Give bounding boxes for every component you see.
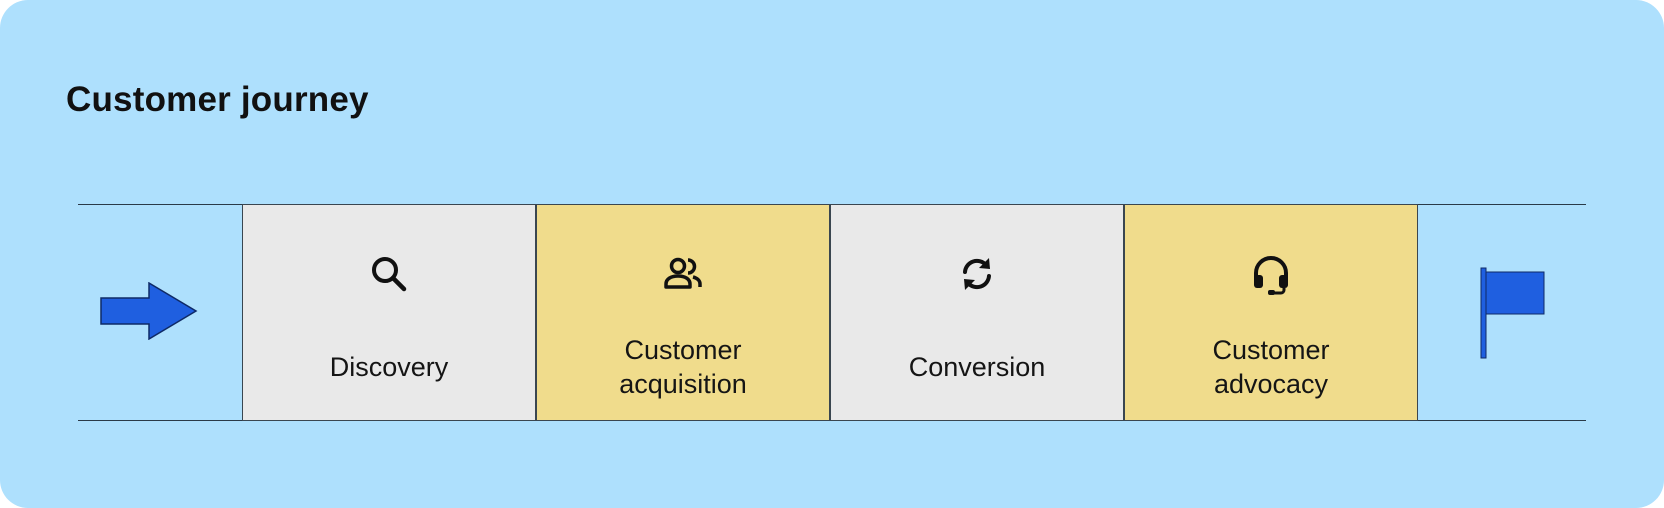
stage-label: Discovery: [329, 352, 449, 382]
stage-customer-acquisition: Customer acquisition: [536, 204, 830, 421]
refresh-icon: [963, 258, 991, 290]
stage-discovery: Discovery: [242, 204, 536, 421]
stage-label: Customer advocacy: [1212, 335, 1330, 399]
stage-label: Conversion: [908, 352, 1046, 382]
flag-icon: [1480, 267, 1545, 359]
arrow-right-icon: [100, 282, 198, 340]
stage-conversion: Conversion: [830, 204, 1124, 421]
search-icon: [372, 257, 407, 292]
headset-icon: [1254, 256, 1288, 295]
stage-label: Customer acquisition: [619, 335, 747, 399]
diagram-title: Customer journey: [66, 80, 369, 119]
users-icon: [664, 257, 702, 289]
stage-customer-advocacy: Customer advocacy: [1124, 204, 1418, 421]
